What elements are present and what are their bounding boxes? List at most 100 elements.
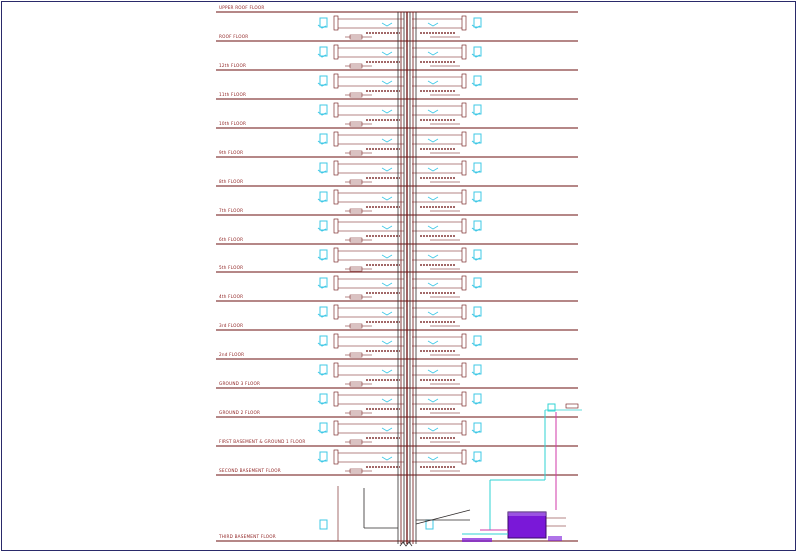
fixture-left	[319, 191, 328, 202]
valve-mark	[381, 254, 393, 259]
fixture-group	[317, 420, 482, 445]
fixture-left	[319, 104, 328, 115]
valve-mark	[427, 225, 439, 230]
fixture-group	[317, 160, 482, 185]
valve-mark	[427, 282, 439, 287]
fixture-group	[317, 73, 482, 98]
valve	[349, 294, 363, 300]
fixture-left-trap	[317, 313, 327, 318]
fixture-right-box	[461, 189, 467, 205]
valve-mark	[427, 254, 439, 259]
fixture-right-trap	[471, 429, 481, 434]
valve-mark	[427, 109, 439, 114]
fixture-left	[319, 277, 328, 288]
fixture-group	[317, 391, 482, 416]
fixture-left-trap	[317, 198, 327, 203]
fixture-groups	[317, 15, 482, 541]
water-tank	[507, 511, 547, 539]
fixture-right-trap	[471, 371, 481, 376]
valve-mark	[381, 51, 393, 56]
fixture-left-box	[333, 189, 339, 205]
valve-mark	[381, 167, 393, 172]
valve-mark	[381, 311, 393, 316]
fixture-right	[473, 46, 482, 57]
fixture-right-trap	[471, 24, 481, 29]
fixture-left-trap	[317, 82, 327, 87]
pump	[548, 536, 562, 541]
fixture-left-trap	[317, 227, 327, 232]
floor-label: THIRD BASEMENT FLOOR	[218, 534, 276, 539]
fixture-left	[319, 519, 328, 530]
valve-mark	[381, 340, 393, 345]
fixture-left	[319, 162, 328, 173]
floor-label: 10th FLOOR	[219, 121, 246, 126]
valve-mark	[427, 196, 439, 201]
valve-mark	[381, 369, 393, 374]
fixture-right-box	[461, 44, 467, 60]
floor-label: 5th FLOOR	[219, 265, 243, 270]
fixture-group	[317, 304, 482, 329]
valve-mark	[381, 456, 393, 461]
floor-label: 7th FLOOR	[219, 208, 243, 213]
fixture-left	[319, 220, 328, 231]
fixture-right-trap	[471, 140, 481, 145]
fixture-right-trap	[471, 227, 481, 232]
fixture-left	[319, 335, 328, 346]
fixture-group	[317, 131, 482, 156]
fixture-left	[319, 393, 328, 404]
fixture-left-box	[333, 420, 339, 436]
fixture-right-box	[461, 15, 467, 31]
fixture-left-box	[333, 160, 339, 176]
valve-mark	[427, 456, 439, 461]
fixture-left-box	[333, 131, 339, 147]
valve-mark	[427, 22, 439, 27]
floor-label: 4th FLOOR	[219, 294, 243, 299]
fixture-right	[473, 220, 482, 231]
valve	[349, 381, 363, 387]
fixture-right-trap	[471, 458, 481, 463]
valve	[349, 92, 363, 98]
fixture-left-box	[333, 304, 339, 320]
riser-pipe	[415, 509, 471, 525]
fixture-group	[317, 275, 482, 300]
fixture-right	[473, 277, 482, 288]
valve	[349, 323, 363, 329]
riser-pipes	[363, 12, 471, 547]
fixture-right-box	[461, 449, 467, 465]
fixture-left-trap	[317, 284, 327, 289]
fixture-right-trap	[471, 342, 481, 347]
fixture-left-box	[333, 391, 339, 407]
floor-label: 9th FLOOR	[219, 150, 243, 155]
valve	[349, 237, 363, 243]
fixture-right	[473, 393, 482, 404]
floor-label: ROOF FLOOR	[219, 34, 248, 39]
floor-label: GROUND 3 FLOOR	[219, 381, 260, 386]
fixture-right	[473, 17, 482, 28]
fixture-right-trap	[471, 313, 481, 318]
valve-mark	[427, 369, 439, 374]
floor-label: SECOND BASEMENT FLOOR	[219, 468, 281, 473]
fixture-left-trap	[317, 458, 327, 463]
floor-label: 8th FLOOR	[219, 179, 243, 184]
valve-mark	[381, 22, 393, 27]
fixture-right	[473, 162, 482, 173]
fixture-group	[317, 189, 482, 214]
fixture-left-trap	[317, 53, 327, 58]
fixture-group	[317, 102, 482, 127]
fixture-left	[319, 133, 328, 144]
fixture-right	[473, 306, 482, 317]
valve-mark	[427, 167, 439, 172]
fixture-left-box	[333, 333, 339, 349]
fixture-left-trap	[317, 256, 327, 261]
fixture-right-box	[461, 391, 467, 407]
fixture-right-box	[461, 102, 467, 118]
riser-base	[399, 541, 413, 547]
valve-mark	[381, 282, 393, 287]
fixture-right	[473, 335, 482, 346]
fixture-right-trap	[471, 284, 481, 289]
fixture-left	[319, 451, 328, 462]
fixture-right-box	[461, 304, 467, 320]
